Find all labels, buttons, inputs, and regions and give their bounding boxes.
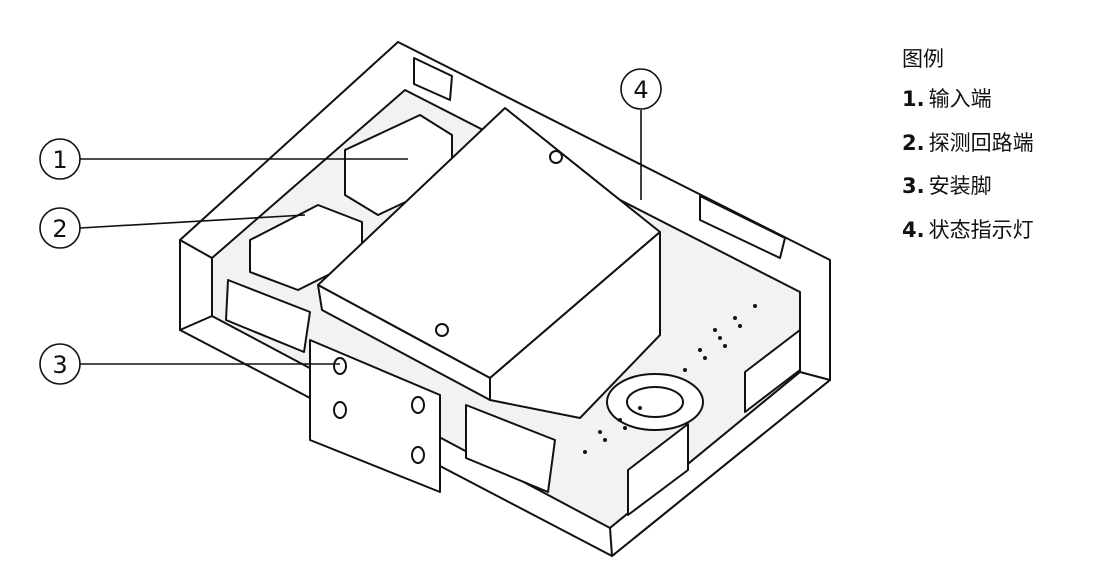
- legend-item-number: 1.: [902, 87, 925, 111]
- tray-right-wall: [609, 371, 831, 557]
- mounting-foot: [309, 339, 441, 493]
- callout-circle-1: [39, 138, 81, 180]
- legend-item: 3.安装脚: [902, 173, 1092, 199]
- legend-item-number: 3.: [902, 174, 925, 198]
- legend-item-number: 4.: [902, 217, 925, 242]
- callout-number-1: 1: [52, 146, 67, 174]
- foot-hole: [333, 401, 347, 419]
- legend: 图例 1.输入端 2.探测回路端 3.安装脚 4.状态指示灯: [902, 46, 1092, 260]
- legend-title: 图例: [902, 47, 944, 71]
- cover-screw: [549, 150, 563, 164]
- clip-left: [225, 279, 311, 353]
- legend-item-number: 2.: [902, 130, 925, 155]
- foot-hole: [411, 396, 425, 414]
- module-diagram: 1 2 3 4: [39, 41, 831, 557]
- clip-back-right: [699, 195, 786, 259]
- callout-circle-2: [39, 207, 81, 249]
- callout-number-4: 4: [633, 76, 648, 104]
- leader-line-2: [79, 214, 306, 229]
- cover-side: [317, 284, 491, 401]
- legend-item-label: 输入端: [928, 87, 992, 111]
- callout-circle-4: [620, 68, 662, 110]
- foot-hole: [411, 446, 425, 464]
- legend-item-label: 探测回路端: [928, 130, 1034, 155]
- legend-item-label: 安装脚: [928, 174, 992, 198]
- indicator-opening-inner: [626, 386, 684, 418]
- legend-item-label: 状态指示灯: [928, 217, 1034, 242]
- clip-right-1: [627, 423, 689, 516]
- legend-item: 1.输入端: [902, 86, 1092, 112]
- clip-right-2: [744, 329, 801, 413]
- legend-item: 2.探测回路端: [902, 130, 1092, 156]
- tray-left-wall: [179, 239, 213, 331]
- vent-dots: [583, 304, 757, 454]
- clip-front: [465, 404, 556, 493]
- callout-circle-3: [39, 343, 81, 385]
- cover-screw: [435, 323, 449, 337]
- legend-list: 1.输入端 2.探测回路端 3.安装脚 4.状态指示灯: [902, 86, 1092, 243]
- callout-number-2: 2: [52, 215, 67, 243]
- foot-hole: [333, 357, 347, 375]
- callout-number-3: 3: [52, 351, 67, 379]
- clip-back-left: [413, 57, 453, 101]
- legend-item: 4.状态指示灯: [902, 217, 1092, 243]
